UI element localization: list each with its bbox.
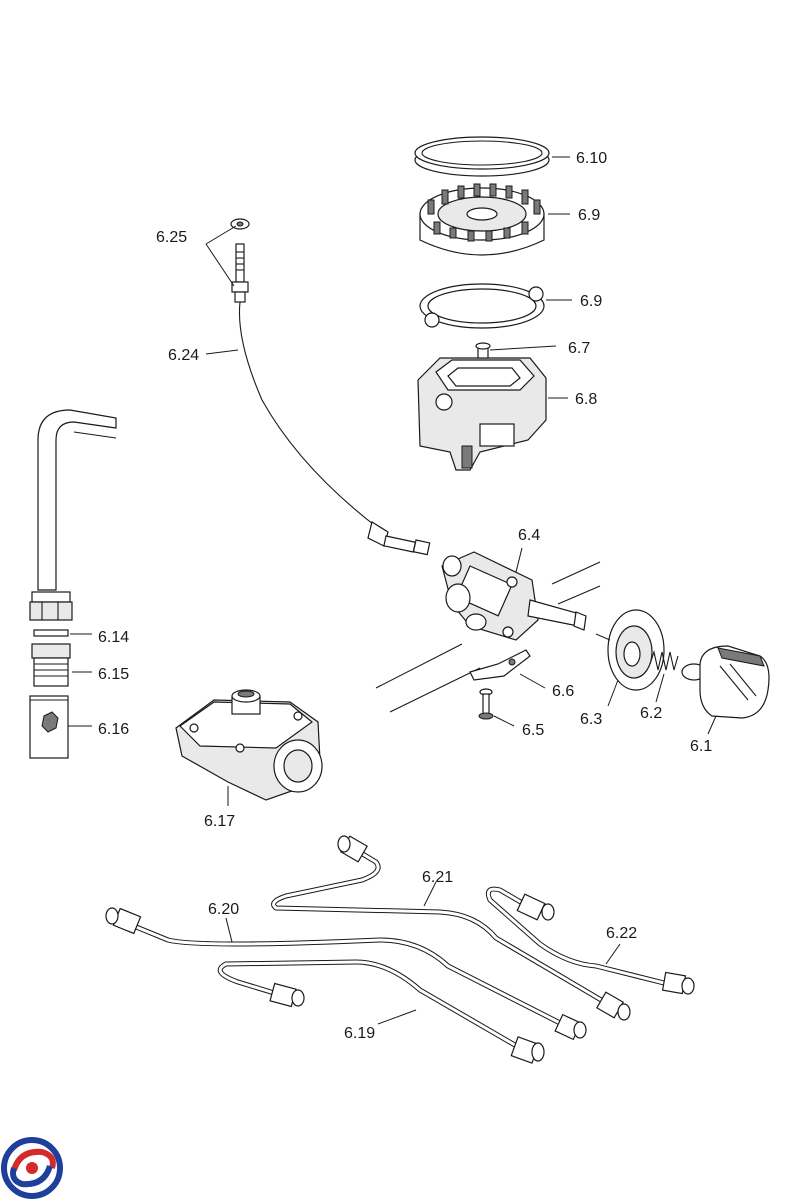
burner-crown [419,183,545,256]
reference-line-4 [389,667,481,713]
brand-logo [1,1137,63,1199]
label-6-5: 6.5 [522,722,544,739]
label-6-22: 6.22 [606,925,637,942]
leader-6-6 [519,673,546,689]
knob-spring [649,649,679,671]
label-6-20: 6.20 [208,901,239,918]
label-6-8: 6.8 [575,391,597,408]
label-6-25: 6.25 [156,229,187,246]
leader-6-2 [655,673,665,703]
thermocouple-tip [230,218,250,303]
burner-screw [475,342,491,359]
gas-tube-6-19 [217,959,545,1064]
gas-regulator [175,689,323,801]
leader-6-1 [707,715,717,735]
burner-cap [414,136,550,177]
burner-body [417,357,547,471]
knob-bezel [607,609,665,691]
valve-clip [469,649,531,681]
label-6-24: 6.24 [168,347,199,364]
pipe-coupling [29,695,69,759]
leader-6-25 [205,225,237,287]
label-6-2: 6.2 [640,705,662,722]
label-6-19: 6.19 [344,1025,375,1042]
gas-valve [441,551,587,641]
leader-6-3-top [595,633,611,641]
control-knob [681,645,770,719]
leader-6-3 [607,679,619,707]
label-6-1: 6.1 [690,738,712,755]
leader-6-22 [605,943,621,965]
thermocouple-lead [238,301,431,556]
label-6-17: 6.17 [204,813,235,830]
label-6-7: 6.7 [568,340,590,357]
reference-line-2 [557,585,601,605]
leader-6-7 [489,345,557,351]
label-6-9-top: 6.9 [578,207,600,224]
leader-6-4 [515,547,523,573]
label-6-10: 6.10 [576,150,607,167]
label-6-21: 6.21 [422,869,453,886]
label-6-6: 6.6 [552,683,574,700]
leader-6-24 [205,349,239,355]
pipe-adapter [31,643,71,687]
pipe-nut [29,591,73,621]
mounting-screw [478,688,494,720]
label-6-9-gasket: 6.9 [580,293,602,310]
leader-6-20 [225,917,233,943]
leader-6-5 [493,715,515,727]
leader-6-19 [377,1009,417,1025]
gas-tube-6-20 [105,907,587,1041]
leader-6-21 [423,881,437,907]
burner-gasket [419,283,545,329]
label-6-4: 6.4 [518,527,540,544]
label-6-15: 6.15 [98,666,129,683]
label-6-14: 6.14 [98,629,129,646]
pipe-washer [33,629,69,637]
gas-tube-6-21 [271,835,631,1021]
label-6-3: 6.3 [580,711,602,728]
supply-pipe [37,409,117,591]
gas-tube-6-22 [485,886,695,995]
reference-line-3 [375,643,463,689]
reference-line-1 [551,561,601,585]
label-6-16: 6.16 [98,721,129,738]
